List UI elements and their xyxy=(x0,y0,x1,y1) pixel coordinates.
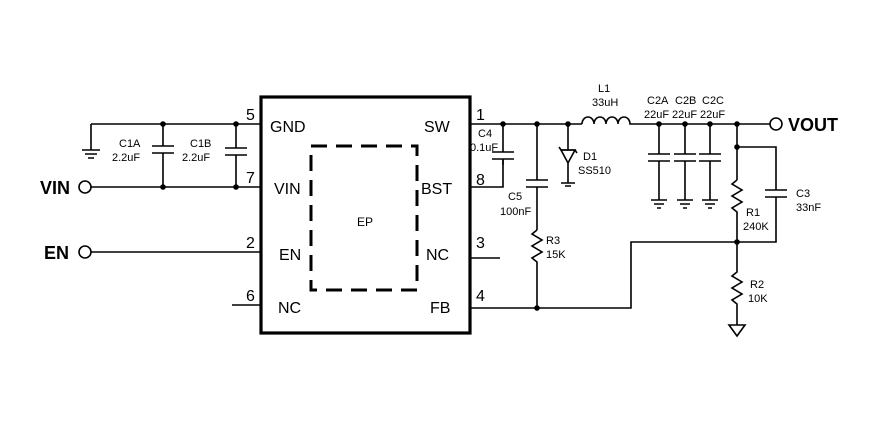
r1-resistor-icon xyxy=(730,179,744,242)
junction-c1b-top xyxy=(233,121,239,127)
d1-diode-icon xyxy=(559,124,577,187)
c2c-capacitor-icon xyxy=(699,124,721,209)
c4-ref: C4 xyxy=(478,128,492,140)
junction-c2b xyxy=(682,121,688,127)
c1b-ref: C1B xyxy=(190,138,211,150)
pin-bst-name: BST xyxy=(421,181,452,198)
r1-value: 240K xyxy=(743,221,769,233)
pin-nc-name-left: NC xyxy=(278,300,301,317)
pin-2-number: 2 xyxy=(246,235,255,252)
r2-ref: R2 xyxy=(750,279,764,291)
pin-1-number: 1 xyxy=(476,107,485,124)
pin-sw-name: SW xyxy=(424,119,451,136)
c1a-capacitor-icon xyxy=(152,124,174,187)
c1a-ref: C1A xyxy=(119,138,141,150)
c5-capacitor-icon xyxy=(526,124,548,230)
c2a-value: 22uF xyxy=(644,109,669,121)
pin-gnd-name: GND xyxy=(270,119,306,136)
c3-ref: C3 xyxy=(796,188,810,200)
junction-r3 xyxy=(534,305,540,311)
pin-fb-name: FB xyxy=(430,300,450,317)
bst-wire xyxy=(470,160,504,188)
r3-value: 15K xyxy=(546,249,566,261)
c5-value: 100nF xyxy=(500,206,531,218)
junction-c1a-top xyxy=(160,121,166,127)
ic-body xyxy=(259,95,472,335)
c4-capacitor-icon xyxy=(492,124,514,165)
c2b-ref: C2B xyxy=(675,95,696,107)
d1-cathode-bar xyxy=(558,146,578,154)
c2a-ref: C2A xyxy=(647,95,669,107)
r3-ref: R3 xyxy=(546,235,560,247)
r2-resistor-icon xyxy=(730,242,744,325)
c1b-capacitor-icon xyxy=(225,124,247,187)
ep-label: EP xyxy=(357,215,373,229)
junction-c2a xyxy=(656,121,662,127)
vin-net-label: VIN xyxy=(40,178,70,198)
d1-value: SS510 xyxy=(578,165,611,177)
l1-inductor-icon xyxy=(581,116,740,125)
c2b-capacitor-icon xyxy=(674,124,696,209)
r1-ref: R1 xyxy=(746,207,760,219)
l1-value: 33uH xyxy=(592,97,618,109)
vout-net-label: VOUT xyxy=(788,115,838,135)
pin-8-number: 8 xyxy=(476,172,485,189)
c2c-ref: C2C xyxy=(702,95,724,107)
input-ground-icon xyxy=(82,124,100,159)
vin-terminal xyxy=(78,180,92,194)
l1-ref: L1 xyxy=(598,83,610,95)
pin-vin-name: VIN xyxy=(274,181,301,198)
c4-value: 0.1uF xyxy=(470,142,498,154)
junction-d1 xyxy=(565,121,571,127)
pin-en-name: EN xyxy=(279,247,301,264)
pin-3-number: 3 xyxy=(476,235,485,252)
junction-c1a-bottom xyxy=(160,184,166,190)
pin-4-number: 4 xyxy=(476,288,485,305)
r3-resistor-icon xyxy=(530,229,544,308)
r2-ground-icon xyxy=(727,324,747,338)
c1b-value: 2.2uF xyxy=(182,152,210,164)
junction-c2c xyxy=(707,121,713,127)
c5-ref: C5 xyxy=(508,191,522,203)
c2a-capacitor-icon xyxy=(648,124,670,209)
en-terminal xyxy=(78,245,92,259)
c2b-value: 22uF xyxy=(672,109,697,121)
exposed-pad xyxy=(309,144,419,292)
c3-capacitor-icon xyxy=(737,146,787,243)
pin-7-number: 7 xyxy=(246,170,255,187)
en-net-label: EN xyxy=(44,243,69,263)
fb-wire xyxy=(470,241,737,309)
junction-c1b-bottom xyxy=(233,184,239,190)
pin-nc-name-right: NC xyxy=(426,247,449,264)
d1-ref: D1 xyxy=(583,151,597,163)
c2c-value: 22uF xyxy=(700,109,725,121)
junction-c4 xyxy=(500,121,506,127)
r2-value: 10K xyxy=(748,293,768,305)
pin-6-number: 6 xyxy=(246,288,255,305)
junction-c5 xyxy=(534,121,540,127)
vout-terminal xyxy=(769,117,783,131)
pin-5-number: 5 xyxy=(246,107,255,124)
c1a-value: 2.2uF xyxy=(112,152,140,164)
c3-value: 33nF xyxy=(796,202,821,214)
